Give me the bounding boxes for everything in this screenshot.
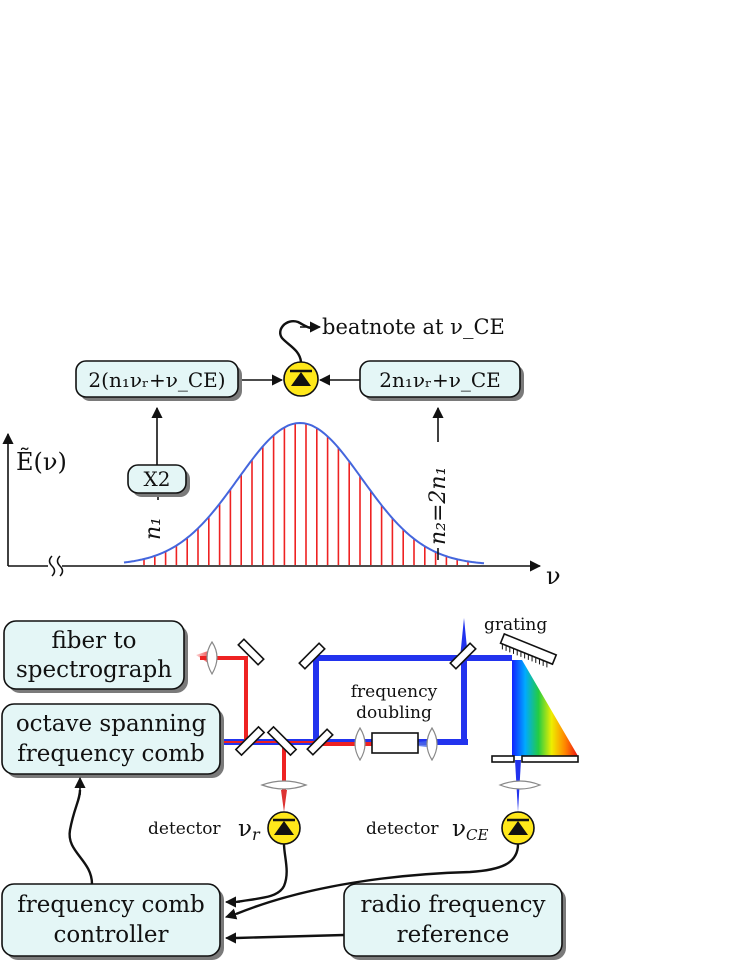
- mode-n2-label: n₂=2n₁: [426, 467, 451, 545]
- mode-n1-label: n₁: [141, 517, 166, 540]
- rf-label-2: reference: [397, 922, 510, 948]
- mirror-top-left: [298, 642, 326, 670]
- controller-to-comb-wire: [68, 789, 94, 885]
- comb-label-1: octave spanning: [16, 711, 207, 737]
- comb-lines: [143, 423, 469, 565]
- spectral-envelope: [123, 421, 485, 565]
- doubler-label: X2: [144, 467, 171, 491]
- comb-box: octave spanning frequency comb: [1, 703, 224, 778]
- beam-loop-right: [461, 658, 468, 745]
- mirror-dichroic: [306, 728, 334, 756]
- y-axis-label: Ẽ(ν): [16, 446, 67, 476]
- controller-label-2: controller: [54, 922, 169, 948]
- grating-label: grating: [484, 615, 547, 635]
- slit-right-plate: [521, 755, 579, 763]
- right-frequency-box: 2n₁νᵣ+ν_CE: [359, 360, 524, 401]
- controller-box: frequency comb controller: [1, 883, 224, 960]
- fiber-label-2: spectrograph: [16, 657, 172, 683]
- slit-left-plate: [491, 755, 515, 763]
- lens-detector-r: [260, 780, 308, 790]
- beatnote-label: beatnote at ν_CE: [322, 315, 505, 339]
- beat-detector-icon: [283, 361, 319, 397]
- doubling-label-2: doubling: [356, 703, 432, 723]
- comb-label-2: frequency comb: [17, 741, 205, 767]
- controller-label-1: frequency comb: [17, 892, 205, 918]
- mirror-beamsplitter-1: [234, 725, 266, 757]
- detector-r-label: detector: [148, 819, 221, 839]
- lens-doubling-in: [354, 726, 366, 762]
- mirror-fiber: [237, 638, 265, 666]
- axis-break-icon: [48, 555, 64, 577]
- lens-detector-ce: [498, 780, 542, 790]
- detector-r-icon: [267, 811, 301, 845]
- detector-ce-arrow: [224, 908, 243, 920]
- doubling-label-1: frequency: [351, 682, 438, 702]
- detector-r-focus-cone: [281, 790, 287, 812]
- x-axis-label: ν: [546, 562, 561, 590]
- mirror-beamsplitter-2: [266, 725, 298, 757]
- detector-r-symbol: νr: [238, 816, 261, 844]
- rf-label-1: radio frequency: [361, 892, 546, 918]
- left-frequency-box: 2(n₁νᵣ+ν_CE): [75, 360, 242, 401]
- rf-wire: [235, 933, 345, 940]
- left-frequency-label: 2(n₁νᵣ+ν_CE): [88, 368, 225, 392]
- fiber-label-1: fiber to: [51, 628, 136, 654]
- fiber-box: fiber to spectrograph: [3, 620, 188, 693]
- doubling-crystal: [371, 732, 419, 754]
- dispersed-spectrum: [512, 660, 578, 756]
- optical-setup: grating frequency doubling fiber to spec…: [1, 615, 579, 960]
- detector-r-wire: [235, 843, 288, 904]
- right-frequency-label: 2n₁νᵣ+ν_CE: [379, 368, 501, 392]
- doubler-box: X2: [127, 464, 190, 497]
- spectrum-plot: Ẽ(ν) ν n₁ X2 n₂=2n₁ 2(n₁νᵣ+ν_CE) 2n₁νᵣ+: [2, 315, 561, 590]
- lens-doubling-out: [426, 726, 438, 762]
- detector-ce-wire: [235, 843, 520, 916]
- mirror-top-right: [449, 642, 477, 670]
- detector-ce-symbol: νCE: [452, 816, 488, 844]
- detector-ce-label: detector: [366, 819, 439, 839]
- lens-fiber: [206, 640, 218, 676]
- rf-reference-box: radio frequency reference: [343, 883, 566, 960]
- detector-ce-icon: [501, 811, 535, 845]
- grating-icon: [499, 632, 558, 668]
